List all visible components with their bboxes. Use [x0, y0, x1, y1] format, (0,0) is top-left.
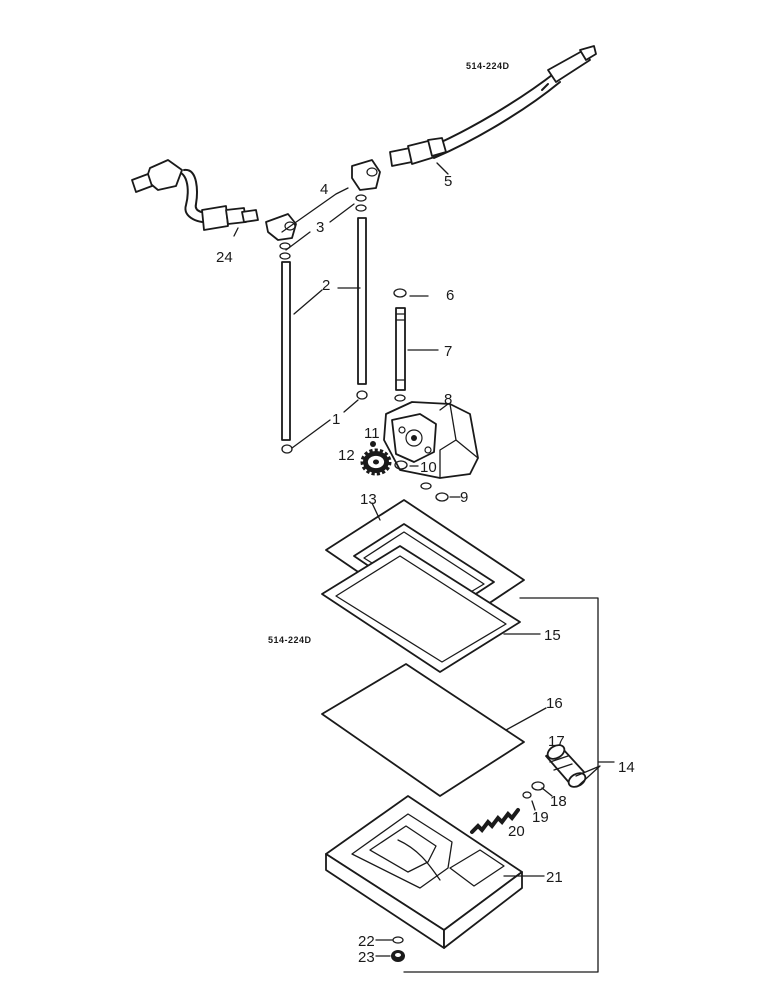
cylinder-part-17 — [545, 744, 587, 788]
callout-8: 8 — [444, 391, 452, 408]
o-rings-part-3 — [279, 194, 367, 260]
o-ring-part-10 — [394, 460, 408, 470]
callout-24: 24 — [216, 249, 233, 266]
diagram-code-top: 514-224D — [466, 61, 510, 71]
callout-10: 10 — [420, 459, 437, 476]
callout-18: 18 — [550, 793, 567, 810]
pipe-part-24 — [131, 159, 259, 231]
callout-5: 5 — [444, 173, 452, 190]
callout-9: 9 — [460, 489, 468, 506]
diagram-code-side: 514-224D — [268, 635, 312, 645]
separator-plate-part-16 — [321, 663, 525, 797]
elbow-fitting-part-4-right — [351, 159, 381, 191]
bracket-part-14 — [403, 597, 615, 973]
callout-22: 22 — [358, 933, 375, 950]
callout-1: 1 — [332, 411, 340, 428]
callout-16: 16 — [546, 695, 563, 712]
o-ring-part-9 — [435, 492, 449, 502]
tubes-part-2 — [281, 217, 367, 441]
leader-lines — [233, 162, 553, 957]
callout-11: 11 — [364, 425, 380, 442]
callout-13: 13 — [360, 491, 377, 508]
pin-part-11 — [370, 441, 376, 447]
spring-part-20 — [470, 808, 520, 834]
tube-part-7 — [393, 288, 407, 402]
callout-23: 23 — [358, 949, 375, 966]
callout-7: 7 — [444, 343, 452, 360]
valve-body-part-21 — [325, 795, 523, 949]
callout-12: 12 — [338, 447, 355, 464]
callout-20: 20 — [508, 823, 525, 840]
callout-14: 14 — [618, 759, 635, 776]
washer-part-22 — [392, 936, 404, 944]
plate-part-15 — [321, 545, 521, 673]
callout-2: 2 — [322, 277, 330, 294]
o-ring-part-19 — [522, 791, 532, 799]
o-ring-part-9a — [420, 482, 432, 490]
callout-15: 15 — [544, 627, 561, 644]
gear-part-12 — [360, 448, 392, 476]
o-rings-part-1 — [281, 390, 368, 454]
callout-4: 4 — [320, 181, 328, 198]
o-ring-part-18 — [531, 781, 545, 791]
pump-body-part-8 — [383, 401, 479, 479]
callout-17: 17 — [548, 733, 565, 750]
pipe-part-5 — [389, 45, 597, 167]
callout-21: 21 — [546, 869, 563, 886]
callout-19: 19 — [532, 809, 549, 826]
callout-6: 6 — [446, 287, 454, 304]
callout-labels: 1 2 3 4 5 6 7 8 9 10 11 12 13 14 15 16 1… — [216, 173, 635, 966]
callout-3: 3 — [316, 219, 324, 236]
elbow-fitting-part-4-left — [265, 213, 297, 241]
